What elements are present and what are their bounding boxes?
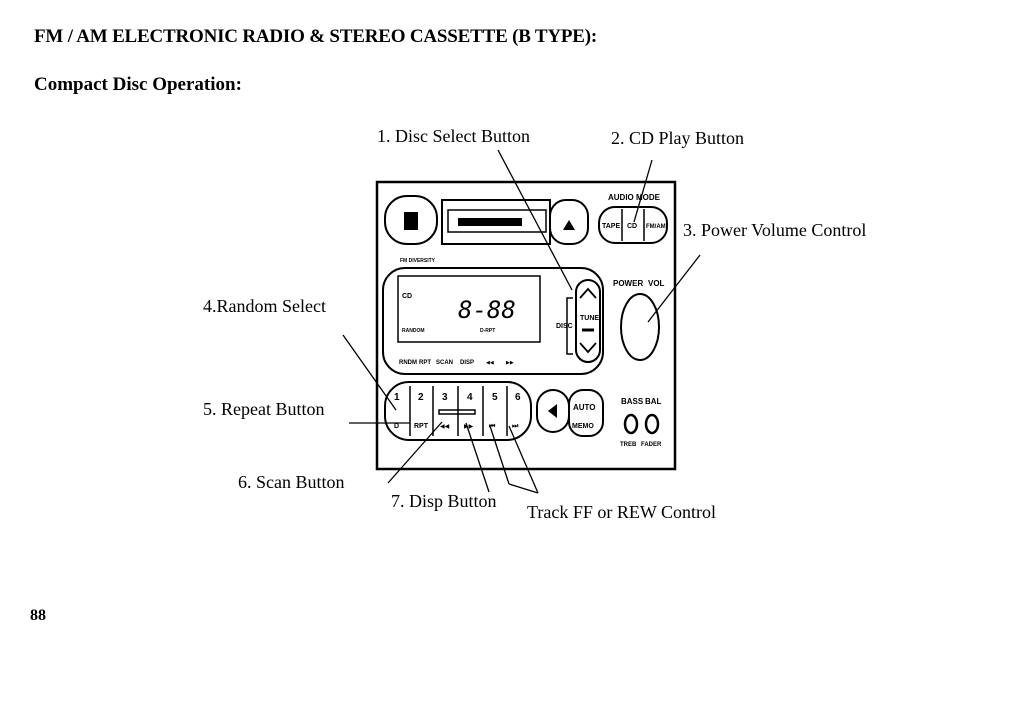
lcd-digits: 8-88 [458,296,516,324]
leader-disp [465,422,490,493]
bottom-label-rpt: RPT [419,360,431,366]
leader-track-a [489,425,510,485]
audio-mode-label: AUDIO MODE [608,193,661,202]
page-heading: FM / AM ELECTRONIC RADIO & STEREO CASSET… [34,26,598,47]
fm-diversity-label: FM DIVERSITY [400,258,436,264]
preset-4-button[interactable]: 4 [467,392,473,403]
preset-6-button[interactable]: 6 [515,392,521,403]
display-frame [382,267,604,375]
callout-repeat: 5. Repeat Button [203,399,325,419]
bottom-label-disp: DISP [460,360,474,366]
bottom-label-rew: ◀◀ [486,360,494,366]
section-heading: Compact Disc Operation: [34,74,242,95]
tape-button[interactable]: TAPE [602,223,620,230]
auto-button[interactable]: AUTO [573,403,596,412]
preset-5-button[interactable]: 5 [492,392,498,403]
disc-select-button[interactable]: DISC [556,323,573,330]
preset-button-bar [384,381,532,441]
lcd-display [397,275,541,343]
leader-scan [387,421,443,484]
leader-track-b [508,425,539,494]
leader-track-join [508,483,539,494]
power-label: POWER [613,279,643,288]
preset-3-sub: ◀◀ [440,424,450,430]
fm-am-button[interactable]: FM/AM [646,224,666,230]
callout-random-select: 4.Random Select [203,296,326,316]
memo-button[interactable]: MEMO [572,423,594,430]
bal-fader-knob[interactable] [644,413,660,435]
preset-4-sub: ▶▶ [464,424,474,430]
tune-up-icon [579,287,597,299]
callout-disp: 7. Disp Button [391,491,497,511]
eject-knob-left [384,195,438,245]
bass-label: BASS [621,397,644,406]
fader-label: FADER [641,442,662,448]
preset-3-button[interactable]: 3 [442,392,448,403]
preset-2-sub: RPT [414,423,429,430]
preset-1-button[interactable]: 1 [394,392,400,403]
leader-disc-select [497,149,573,291]
preset-6-sub: ⏭ [512,423,519,430]
lcd-rpt-indicator: D-RPT [480,328,495,334]
eject-icon [563,220,575,230]
seek-left-icon [548,404,557,418]
tune-rocker[interactable] [575,279,601,363]
callout-disc-select: 1. Disc Select Button [377,126,530,146]
auto-memo-rocker[interactable] [568,389,604,437]
lcd-random-indicator: RANDOM [402,328,425,334]
callout-power-volume: 3. Power Volume Control [683,220,867,240]
power-volume-knob[interactable] [620,293,660,361]
treb-label: TREB [620,442,637,448]
preset-1-sub: D [394,423,399,430]
leader-random-select [342,334,397,411]
bottom-label-scan: SCAN [436,360,453,366]
radio-faceplate [375,180,677,471]
lcd-cd-indicator: CD [402,293,412,300]
leader-cd-play [633,159,653,223]
source-button-group [598,206,668,244]
page-number: 88 [30,607,46,624]
callout-track-ff-rew: Track FF or REW Control [527,502,717,522]
callout-cd-play: 2. CD Play Button [611,128,745,148]
tune-label: TUNE [580,315,599,322]
tune-down-icon [579,342,597,354]
cd-play-button[interactable]: CD [627,223,637,230]
bottom-label-rndm: RNDM [399,360,417,366]
bal-label: BAL [645,397,662,406]
cassette-window [447,209,547,233]
leader-lines [342,149,701,494]
bass-treb-knob[interactable] [623,413,639,435]
bottom-label-ff: ▶▶ [506,360,514,366]
eject-button-frame [549,199,589,245]
preset-5-sub: ⏮ [489,423,496,430]
leader-power-volume [647,254,701,323]
left-emblem [404,212,418,230]
cassette-slot [458,218,522,226]
callout-scan: 6. Scan Button [238,472,345,492]
vol-label: VOL [648,279,665,288]
preset-2-button[interactable]: 2 [418,392,424,403]
